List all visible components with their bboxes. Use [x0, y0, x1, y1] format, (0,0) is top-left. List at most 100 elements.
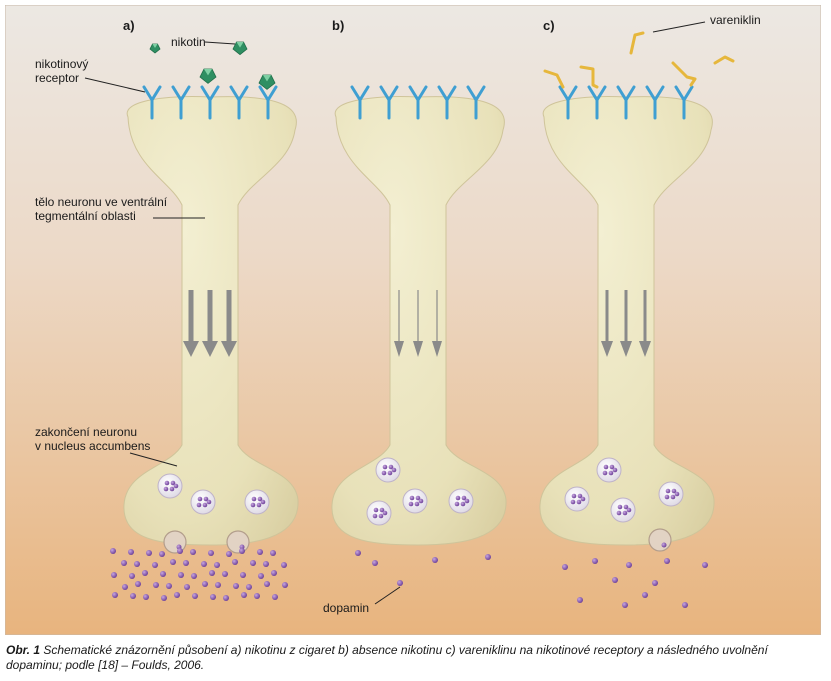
dopamine-dot	[257, 549, 263, 555]
receptor-icon	[200, 85, 220, 120]
dopamine-dot	[143, 594, 149, 600]
varenicline-label: vareniklin	[710, 13, 761, 27]
receptor-icon	[258, 85, 278, 120]
receptor-icon	[408, 85, 428, 120]
dopamine-dot	[142, 570, 148, 576]
vesicle-icon	[244, 489, 270, 515]
receptor-icon	[437, 85, 457, 120]
dopamine-dot	[250, 560, 256, 566]
dopamine-dot	[652, 580, 658, 586]
dopamine-dot	[159, 551, 165, 557]
receptor-icon	[645, 85, 665, 120]
dopamine-dot	[626, 562, 632, 568]
receptor-icon	[350, 85, 370, 120]
dopamine-dot	[682, 602, 688, 608]
vesicle-icon	[375, 457, 401, 483]
figure-frame: a) b) c) nikotin nikotinový receptor těl…	[4, 4, 822, 636]
varenicline-molecule-icon	[579, 65, 599, 89]
dopamine-dot	[577, 597, 583, 603]
dopamine-dot	[215, 582, 221, 588]
dopamine-dot	[161, 595, 167, 601]
dopamine-dot	[397, 580, 403, 586]
receptor-icon	[466, 85, 486, 120]
dopamine-dot	[209, 570, 215, 576]
dopamine-dot	[110, 548, 116, 554]
dopamine-dot	[112, 592, 118, 598]
dopamine-dot	[152, 562, 158, 568]
arrow-icon	[202, 290, 218, 357]
varenicline-molecule-icon	[543, 69, 565, 89]
arrow-icon	[639, 290, 651, 357]
arrow-icon	[601, 290, 613, 357]
figure-caption: Obr. 1 Schematické znázornění působení a…	[6, 643, 826, 673]
dopamine-dot	[702, 562, 708, 568]
dopamine-dot	[190, 549, 196, 555]
varenicline-molecule-icon	[713, 55, 735, 65]
dopamine-dot	[130, 593, 136, 599]
vesicle-icon	[658, 481, 684, 507]
terminal-label-line2: v nucleus accumbens	[35, 439, 151, 453]
dopamine-dot	[239, 548, 245, 554]
dopamine-dot	[170, 559, 176, 565]
dopamine-dot	[272, 594, 278, 600]
dopamine-dot	[562, 564, 568, 570]
dopamine-dot	[642, 592, 648, 598]
dopamine-dot	[246, 584, 252, 590]
dopamine-dot	[664, 558, 670, 564]
nicotine-molecule-icon	[258, 74, 276, 90]
leader-line	[652, 21, 706, 33]
nicotine-molecule-icon	[149, 43, 161, 54]
arrow-icon	[394, 290, 404, 357]
dopamine-dot	[201, 561, 207, 567]
receptor-icon	[229, 85, 249, 120]
dopamine-dot	[153, 582, 159, 588]
receptor-icon	[171, 85, 191, 120]
dopamine-dot	[240, 572, 246, 578]
dopamine-dot	[233, 583, 239, 589]
arrow-icon	[620, 290, 632, 357]
neuron-b	[331, 96, 507, 546]
dopamine-dot	[271, 570, 277, 576]
dopamine-dot	[174, 592, 180, 598]
arrow-icon	[413, 290, 423, 357]
dopamine-dot	[214, 562, 220, 568]
dopamine-dot	[226, 551, 232, 557]
dopamine-dot	[612, 577, 618, 583]
receptor-icon	[587, 85, 607, 120]
dopamine-dot	[270, 550, 276, 556]
dopamine-dot	[282, 582, 288, 588]
arrow-icon	[221, 290, 237, 357]
receptor-icon	[674, 85, 694, 120]
receptor-label-line1: nikotinový	[35, 57, 89, 71]
receptor-icon	[558, 85, 578, 120]
dopamine-dot	[135, 581, 141, 587]
receptor-icon	[379, 85, 399, 120]
vesicle-icon	[610, 497, 636, 523]
dopamine-dot	[264, 581, 270, 587]
vesicle-icon	[190, 489, 216, 515]
panel-letter-c: c)	[543, 18, 555, 33]
dopamine-dot	[191, 573, 197, 579]
dopamine-dot	[254, 593, 260, 599]
receptor-icon	[616, 85, 636, 120]
leader-line	[204, 41, 236, 45]
receptor-icon	[142, 85, 162, 120]
dopamine-dot	[166, 583, 172, 589]
vesicle-icon	[366, 500, 392, 526]
vesicle-icon	[157, 473, 183, 499]
dopamine-dot	[432, 557, 438, 563]
dopamine-dot	[128, 549, 134, 555]
caption-prefix: Obr. 1	[6, 643, 41, 657]
nicotine-molecule-icon	[232, 41, 248, 56]
dopamine-label: dopamin	[323, 601, 370, 615]
nicotine-label: nikotin	[171, 35, 206, 49]
arrow-icon	[183, 290, 199, 357]
dopamine-dot	[183, 560, 189, 566]
dopamine-dot	[111, 572, 117, 578]
vesicle-icon	[402, 488, 428, 514]
dopamine-dot	[202, 581, 208, 587]
body-label-line2: tegmentální oblasti	[35, 209, 136, 223]
arrow-icon	[432, 290, 442, 357]
caption-text: Schematické znázornění působení a) nikot…	[6, 643, 768, 672]
nicotine-molecule-icon	[199, 68, 217, 84]
